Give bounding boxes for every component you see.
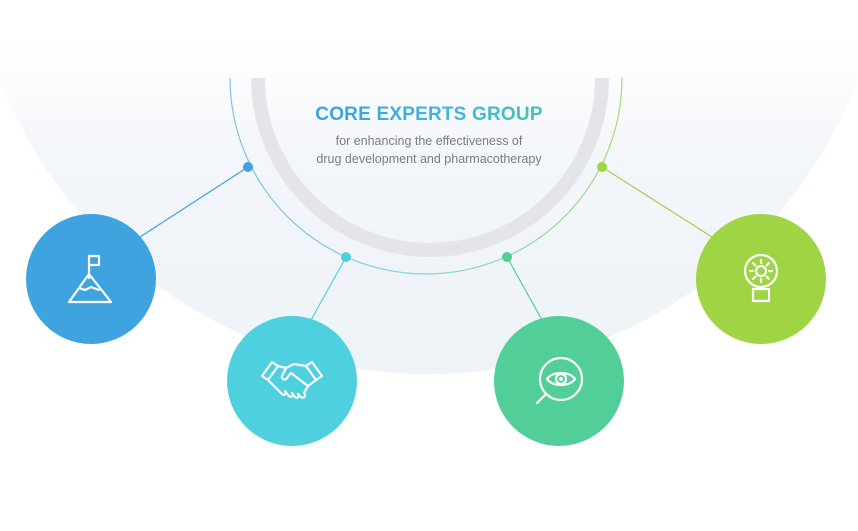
subtitle: for enhancing the effectiveness of drug … xyxy=(229,132,629,168)
connector-dot-green xyxy=(597,162,607,172)
connector-line-cyan xyxy=(310,256,347,321)
connector-line-blue xyxy=(139,166,249,238)
node-handshake[interactable] xyxy=(227,316,357,446)
node-lightbulb[interactable] xyxy=(696,214,826,344)
background-arc xyxy=(0,40,858,374)
connector-line-green xyxy=(601,166,713,238)
connector-dot-teal xyxy=(502,252,512,262)
lightbulb-gear-icon xyxy=(743,253,779,303)
connector-line-teal xyxy=(506,256,543,321)
subtitle-line-2: drug development and pharmacotherapy xyxy=(316,152,542,166)
eye-magnifier-icon xyxy=(535,356,584,405)
subtitle-line-1: for enhancing the effectiveness of xyxy=(335,134,523,148)
header-block: CORE EXPERTS GROUP for enhancing the eff… xyxy=(229,104,629,168)
connector-dot-cyan xyxy=(341,252,351,262)
handshake-icon xyxy=(260,360,324,399)
flag-mountain-icon xyxy=(67,254,113,304)
node-eye-magnifier[interactable] xyxy=(494,316,624,446)
page-title: CORE EXPERTS GROUP xyxy=(229,104,629,126)
node-flag[interactable] xyxy=(26,214,156,344)
connector-dot-blue xyxy=(243,162,253,172)
inner-gray-ring xyxy=(251,77,609,257)
